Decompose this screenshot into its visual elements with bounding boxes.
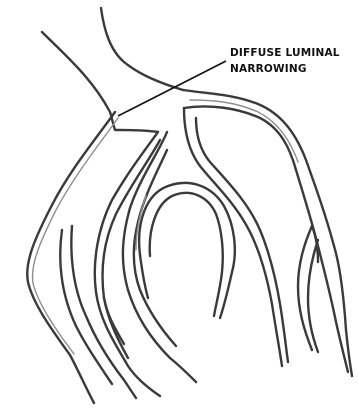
right-vessel-shade (190, 100, 298, 162)
far-right-branch-b (308, 240, 318, 352)
annotation-label-line2: NARROWING (230, 63, 307, 75)
right-descending-inner (196, 118, 288, 362)
center-loop-inner (150, 193, 223, 316)
right-vessel-outer (183, 90, 352, 376)
left-center-branch-b (103, 140, 161, 358)
left-top-trunk (42, 32, 115, 130)
left-center-branch-c (104, 298, 124, 344)
annotation-label-line1: DIFFUSE LUMINAL (230, 47, 340, 59)
center-top-trunk (101, 8, 183, 90)
right-vessel-inner (184, 106, 348, 372)
far-right-branch-a (298, 226, 312, 350)
center-loop-outer (139, 183, 235, 318)
